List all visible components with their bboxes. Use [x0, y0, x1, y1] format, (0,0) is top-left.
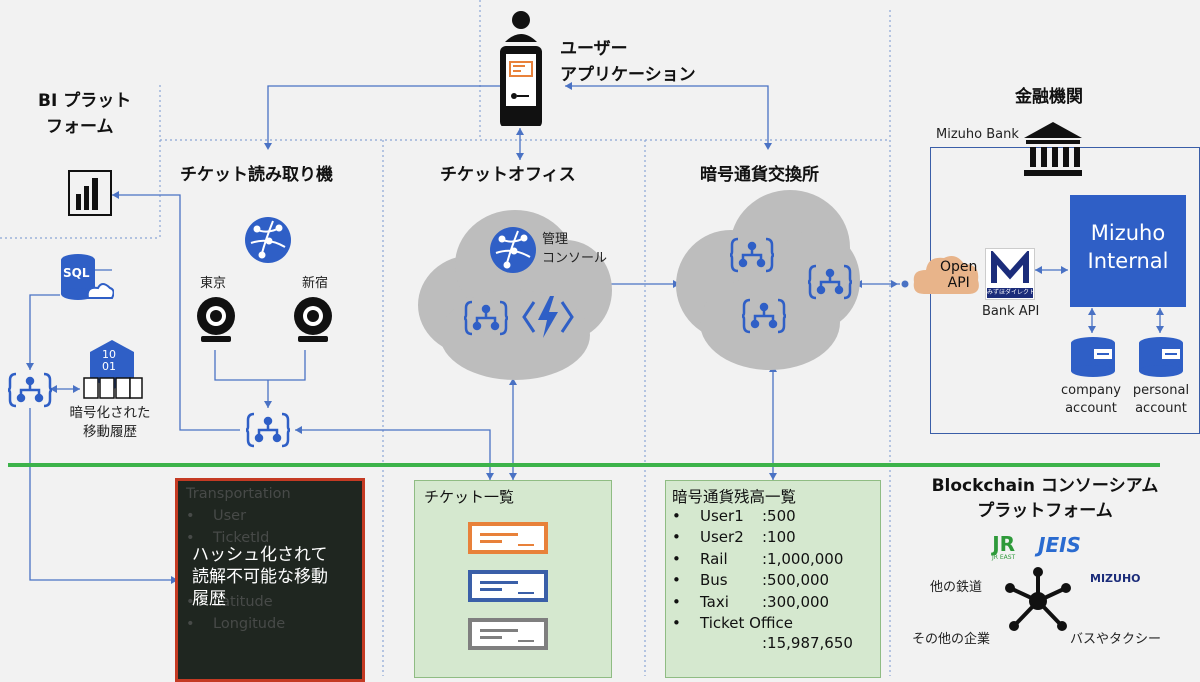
balance-list-title: 暗号通貨残高一覧 — [672, 488, 797, 506]
logic-app-icon-office — [462, 298, 510, 338]
bank-building-icon — [1022, 120, 1084, 178]
balance-bullet: • — [672, 592, 681, 611]
sql-database-icon — [58, 250, 115, 302]
mizuho-internal-box: Mizuho Internal — [1070, 195, 1186, 307]
logic-app-icon-reader — [244, 410, 292, 450]
personal-account-label: personal account — [1132, 383, 1190, 416]
database-icon — [1068, 335, 1118, 379]
balance-name: Rail — [700, 549, 728, 568]
balance-value: :500 — [762, 507, 796, 525]
camera-icon — [195, 296, 237, 344]
camera-label-tokyo: 東京 — [200, 276, 227, 291]
web-app-globe-icon — [488, 225, 538, 275]
balance-name: Bus — [700, 571, 728, 590]
mizuho-bank-label: Mizuho Bank — [936, 127, 1019, 142]
jr-east-logo: JR JR EAST — [992, 532, 1016, 561]
balance-bullet: • — [672, 614, 681, 632]
balance-bullet: • — [672, 507, 681, 525]
user-app-icon — [497, 6, 545, 128]
binary-text: 10 01 — [102, 348, 116, 373]
logic-app-icon-exchange — [806, 262, 854, 302]
bus-taxi-label: バスやタクシー — [1070, 632, 1162, 647]
balance-value: :500,000 — [762, 571, 830, 590]
hashed-history-overlay: ハッシュ化されて 読解不可能な移動 履歴 — [192, 545, 328, 610]
database-icon — [1136, 335, 1186, 379]
encrypted-history-label: 暗号化された 移動履歴 — [69, 405, 151, 440]
web-app-globe-icon — [243, 215, 293, 265]
user-app-label: ユーザー アプリケーション — [560, 39, 696, 85]
ticket-office-title: チケットオフィス — [440, 165, 576, 185]
azure-functions-icon — [522, 294, 574, 340]
mizuho-logo: MIZUHO — [1090, 572, 1141, 585]
ticket-icon — [468, 522, 548, 554]
open-api-label: Open API — [940, 259, 978, 291]
balance-list-box — [665, 480, 881, 678]
balance-bullet: • — [672, 571, 681, 590]
transport-field: • Longitude — [186, 616, 286, 632]
balance-name: Taxi — [700, 592, 729, 611]
jeis-logo: JEIS — [1038, 533, 1081, 557]
other-companies-label: その他の企業 — [912, 632, 991, 647]
ticket-icon — [468, 570, 548, 602]
network-hub-icon — [1000, 566, 1076, 636]
transport-field: • User — [186, 508, 247, 524]
balance-name: User2 — [700, 528, 744, 547]
company-account-label: company account — [1061, 383, 1121, 416]
transportation-title: Transportation — [186, 486, 291, 502]
admin-console-label: 管理 コンソール — [542, 232, 608, 266]
balance-value: :100 — [762, 528, 796, 547]
exchange-title: 暗号通貨交換所 — [700, 165, 819, 185]
balance-bullet: • — [672, 549, 681, 568]
logic-app-icon-exchange — [740, 296, 788, 336]
ticket-reader-title: チケット読み取り機 — [180, 165, 333, 185]
balance-value: :15,987,650 — [762, 634, 853, 652]
logic-app-icon-exchange — [728, 235, 776, 275]
camera-icon — [292, 296, 334, 344]
other-rail-label: 他の鉄道 — [930, 580, 983, 595]
ticket-icon — [468, 618, 548, 650]
balance-name: User1 — [700, 507, 744, 525]
camera-label-shinjuku: 新宿 — [302, 276, 329, 291]
logic-app-icon-left — [6, 370, 54, 410]
transport-field: • TicketId — [186, 530, 270, 546]
sql-text: SQL — [63, 266, 90, 280]
bi-platform-label: BI プラット フォーム — [38, 91, 132, 137]
transportation-panel — [175, 478, 365, 682]
balance-name: Ticket Office — [700, 614, 793, 632]
consortium-title: Blockchain コンソーシアム プラットフォーム — [931, 476, 1159, 521]
bank-api-label: Bank API — [982, 304, 1040, 319]
balance-bullet: • — [672, 528, 681, 547]
open-api-cloud — [912, 252, 982, 298]
ticket-list-title: チケット一覧 — [424, 488, 515, 506]
encrypted-data-icon — [80, 338, 144, 402]
mizuho-direct-logo: みずほダイレクト — [985, 248, 1035, 300]
financial-title: 金融機関 — [1015, 87, 1083, 107]
transport-field: • Latitude — [186, 594, 273, 610]
power-bi-icon — [68, 170, 112, 216]
balance-value: :300,000 — [762, 592, 830, 611]
balance-value: :1,000,000 — [762, 549, 844, 568]
